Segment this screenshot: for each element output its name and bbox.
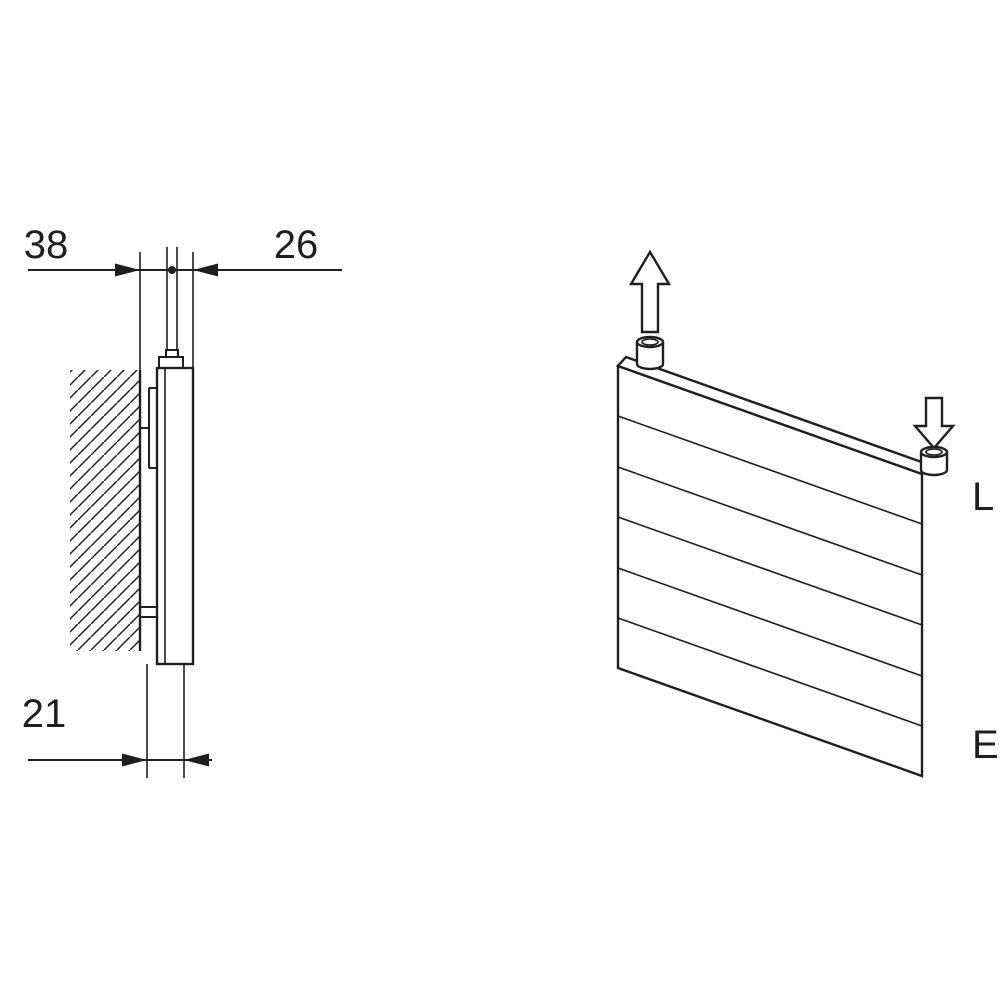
dim-label-depth: 26	[274, 223, 319, 267]
label-connection-L: L	[972, 475, 994, 519]
mounting-bracket	[140, 387, 157, 469]
iso-view: L E	[615, 249, 999, 778]
dim-arrow-right-icon	[115, 263, 140, 277]
dim-label-wall-offset: 38	[24, 223, 69, 267]
connection-top-left	[635, 335, 665, 371]
groove-line	[617, 617, 923, 727]
dim-arrow-left-icon	[184, 753, 209, 767]
dim-arrow-left-icon	[193, 263, 218, 277]
radiator-side-body	[155, 366, 195, 666]
connection-cylinder	[635, 342, 665, 371]
connection-cylinder	[919, 452, 949, 477]
connection-cap-inner	[641, 338, 659, 346]
groove-line	[617, 415, 923, 525]
groove-line	[617, 516, 923, 626]
groove-line	[617, 567, 923, 677]
radiator-grooves	[617, 415, 923, 727]
groove-line	[617, 466, 923, 576]
radiator-top-cap	[158, 356, 184, 369]
wall-hatch	[70, 370, 140, 651]
connection-top-right	[919, 445, 949, 477]
connection-cap-inner	[925, 448, 943, 456]
label-connection-E: E	[972, 723, 999, 767]
dimension-center-dot	[168, 266, 176, 274]
pipe-fitting	[140, 606, 157, 618]
side-view: 38 26	[22, 223, 342, 778]
arrow-down-icon	[912, 396, 956, 450]
dim-arrow-right-icon	[122, 753, 147, 767]
dim-label-bottom-offset: 21	[22, 692, 67, 736]
arrow-up-icon	[628, 249, 672, 334]
